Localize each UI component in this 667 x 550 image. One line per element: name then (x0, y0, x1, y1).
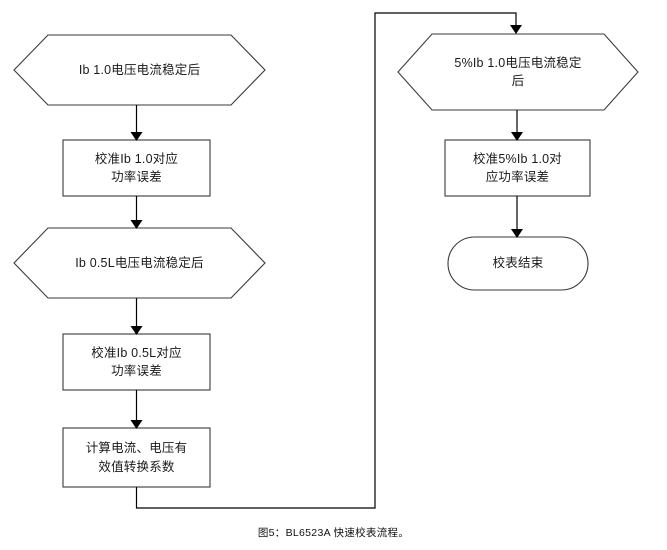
node-calibrate-ib-0-5l-shape[interactable] (62, 333, 211, 391)
arrowhead-icon (130, 220, 143, 229)
node-ib-1-0-stable-shape[interactable] (13, 34, 266, 106)
node-calibrate-ib-1-0-shape[interactable] (62, 139, 211, 197)
arrowhead-icon (130, 326, 143, 335)
arrowhead-icon (130, 132, 143, 141)
node-calibrate-5pct-ib-1-0-shape[interactable] (444, 139, 591, 197)
arrowhead-icon (510, 25, 522, 34)
node-pct5-ib-1-0-stable-shape[interactable] (397, 33, 639, 111)
node-ib-0-5l-stable-shape[interactable] (13, 227, 266, 299)
arrowhead-icon (130, 420, 143, 429)
figure-caption: 图5：BL6523A 快速校表流程。 (257, 527, 410, 539)
arrowhead-icon (511, 229, 523, 238)
arrowhead-icon (511, 132, 523, 141)
node-calibration-end-shape[interactable] (447, 236, 589, 291)
connector-compute-to-pct5-ib (135, 12, 517, 509)
node-compute-conversion-coefficients-shape[interactable] (62, 427, 211, 488)
